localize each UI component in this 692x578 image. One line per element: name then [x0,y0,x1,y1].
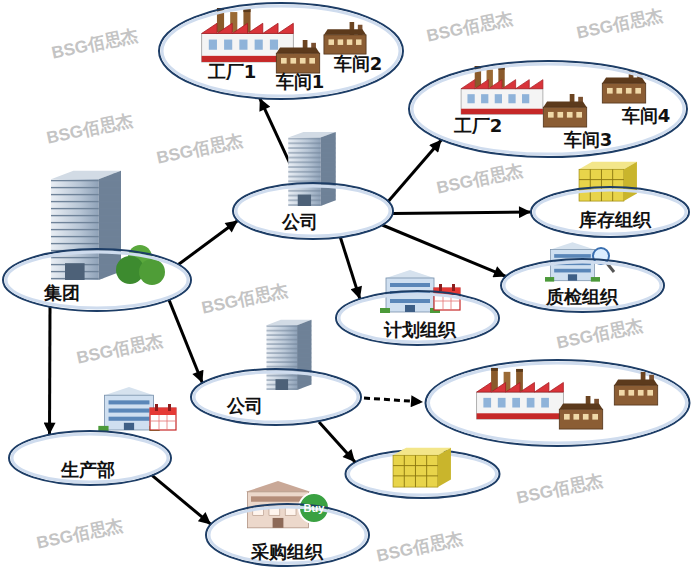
node-label: 质检组织 [546,287,618,307]
connector-arrow [152,475,211,524]
org-ellipse: 采购组织 [205,503,370,567]
node-label: 公司 [227,396,263,416]
watermark: BSG佰思杰 [75,332,165,369]
node-label: 采购组织 [251,542,323,562]
node-label: 集团 [44,283,80,303]
tower-building [51,171,121,280]
workshop-icon [276,40,319,73]
connector-arrow [169,300,202,383]
node-label: 公司 [282,212,318,232]
node-label: 车间2 [334,54,383,74]
connector-arrow [388,140,441,202]
tower-building [288,132,336,206]
node-label: 工厂1 [208,62,257,82]
watermark: BSG佰思杰 [425,10,515,47]
watermark: BSG佰思杰 [555,317,645,354]
org-ellipse: 工厂2 车间4 车间3 [408,60,688,158]
node-label: 生产部 [61,460,115,480]
factory-icon [461,66,543,114]
workshop-icon [324,22,366,54]
workshop-icon [543,94,586,127]
connector-arrow [48,307,52,435]
workshop-icon [614,372,657,405]
org-ellipse: 工厂1 车间2 车间1 [158,2,404,100]
org-ellipse: 公司 [190,368,362,426]
node-label: 工厂2 [454,116,503,136]
watermark: BSG佰思杰 [45,112,135,149]
arrow [319,422,355,462]
calendar-icon [150,404,176,430]
connector-arrow [178,221,237,265]
org-ellipse: 库存组织 [530,186,690,238]
watermark: BSG佰思杰 [155,132,245,169]
watermark: BSG佰思杰 [35,517,125,554]
workshop-icon [559,396,602,429]
shelf-icon [579,162,637,201]
connector-arrow [382,225,506,276]
ellipse-outline [2,248,192,312]
watermark: BSG佰思杰 [575,7,665,44]
shelf-icon [393,448,451,487]
node-label: 车间3 [564,130,613,150]
watermark: BSG佰思杰 [435,162,525,199]
org-ellipse: 公司 [232,182,394,240]
tower-building [267,320,312,390]
node-label: 车间4 [622,106,671,126]
node-label: 车间1 [276,72,325,92]
dashed-arrow [364,398,423,402]
ellipse-outline [190,368,362,426]
connector-arrow [340,237,360,299]
watermark: BSG佰思杰 [515,472,605,509]
watermark: BSG佰思杰 [50,27,140,64]
connector-arrow [393,212,531,213]
org-ellipse: 集团 [2,248,192,312]
watermark: BSG佰思杰 [200,282,290,319]
org-ellipse: 计划组织 [335,290,500,346]
node-label: 库存组织 [579,210,651,230]
factory-icon [477,368,564,419]
org-ellipse: 质检组织 [500,258,665,313]
factory-group-ellipse [426,360,690,446]
node-label: 计划组织 [384,320,456,340]
badge-text: Buy [304,502,325,514]
watermark: BSG佰思杰 [375,530,465,567]
org-ellipse: 生产部 [8,430,172,486]
